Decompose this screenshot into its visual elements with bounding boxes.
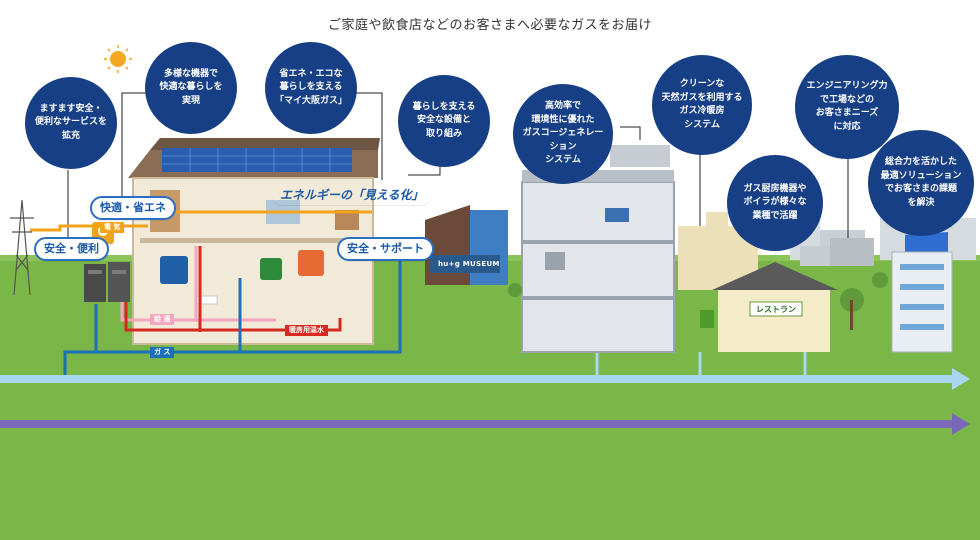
bubble-kitchen-boiler: ガス厨房機器や ボイラが様々な 業種で活躍 [727,155,823,251]
bubble-engineering: エンジニアリング力 で工場などの お客さまニーズ に対応 [795,55,899,159]
floor-heating-icon [298,250,324,276]
drawer [335,210,359,230]
bubble-my-osaka-gas: 省エネ・エコな 暮らしを支える 「マイ大阪ガス」 [265,42,357,134]
bubble-safety-service-text: ますます安全・ 便利なサービスを 拡充 [34,103,107,141]
tag-hot-water: 給 湯 [150,314,175,325]
bathtub [194,295,218,305]
bubble-safety-service: ますます安全・ 便利なサービスを 拡充 [25,77,117,169]
apartment-building [891,232,953,353]
restaurant-sign: レストラン [756,305,796,314]
supply-arrow-purple [0,413,970,435]
bubble-clean-cooling: クリーンな 天然ガスを利用する ガス冷暖房 システム [652,55,752,155]
supply-arrow-light [0,368,970,390]
office-building [521,145,675,353]
headline: ご家庭や飲食店などのお客さまへ必要なガスをお届け [327,18,652,33]
sun-icon [104,45,132,73]
fuel-cell-unit [84,262,130,302]
bubble-solutions: 総合力を活かした 最適ソリューション でお客さまの課題 を解決 [868,130,974,236]
bubble-my-osaka-gas-text: 省エネ・エコな 暮らしを支える 「マイ大阪ガス」 [274,68,347,106]
trees [508,272,888,330]
cooking-icon [260,258,282,280]
bubble-cogeneration-text: 高効率で 環境性に優れた ガスコージェネレーション システム [522,101,604,166]
label-comfort-energy-saving: 快適・省エネ [90,196,176,220]
bubble-diverse-devices-text: 多様な機器で 快適な暮らしを 実現 [159,68,223,106]
bubble-kitchen-boiler-text: ガス厨房機器や ボイラが様々な 業種で活躍 [743,183,807,221]
house [92,138,380,345]
restaurant-sign-icon [700,310,714,328]
tag-electricity: 電 気 [100,222,125,233]
bubble-solutions-text: 総合力を活かした 最適ソリューション でお客さまの課題 を解決 [880,157,962,208]
bubble-cogeneration: 高効率で 環境性に優れた ガスコージェネレーション システム [513,84,613,184]
label-safety-convenience: 安全・便利 [34,237,109,261]
restaurant-building [700,262,838,352]
tag-heating-water: 暖房用温水 [285,325,328,336]
tag-gas: ガ ス [150,347,175,358]
bubble-safety-equipment-text: 暮らしを支える 安全な設備と 取り組み [412,101,476,139]
factory-building [800,238,874,266]
solar-panels [162,148,352,172]
bubble-safety-equipment: 暮らしを支える 安全な設備と 取り組み [398,75,490,167]
power-pylon [10,199,34,296]
museum-sign: hu+g MUSEUM [438,260,500,268]
museum-building [425,205,508,285]
shower-icon [160,256,188,284]
label-safety-support: 安全・サポート [337,237,434,261]
label-visualization: エネルギーの「見える化」 [272,185,432,205]
bubble-engineering-text: エンジニアリング力 で工場などの お客さまニーズ に対応 [806,81,888,132]
bubble-diverse-devices: 多様な機器で 快適な暮らしを 実現 [145,42,237,134]
bubble-clean-cooling-text: クリーンな 天然ガスを利用する ガス冷暖房 システム [661,79,743,130]
supply-pipes [30,210,807,375]
